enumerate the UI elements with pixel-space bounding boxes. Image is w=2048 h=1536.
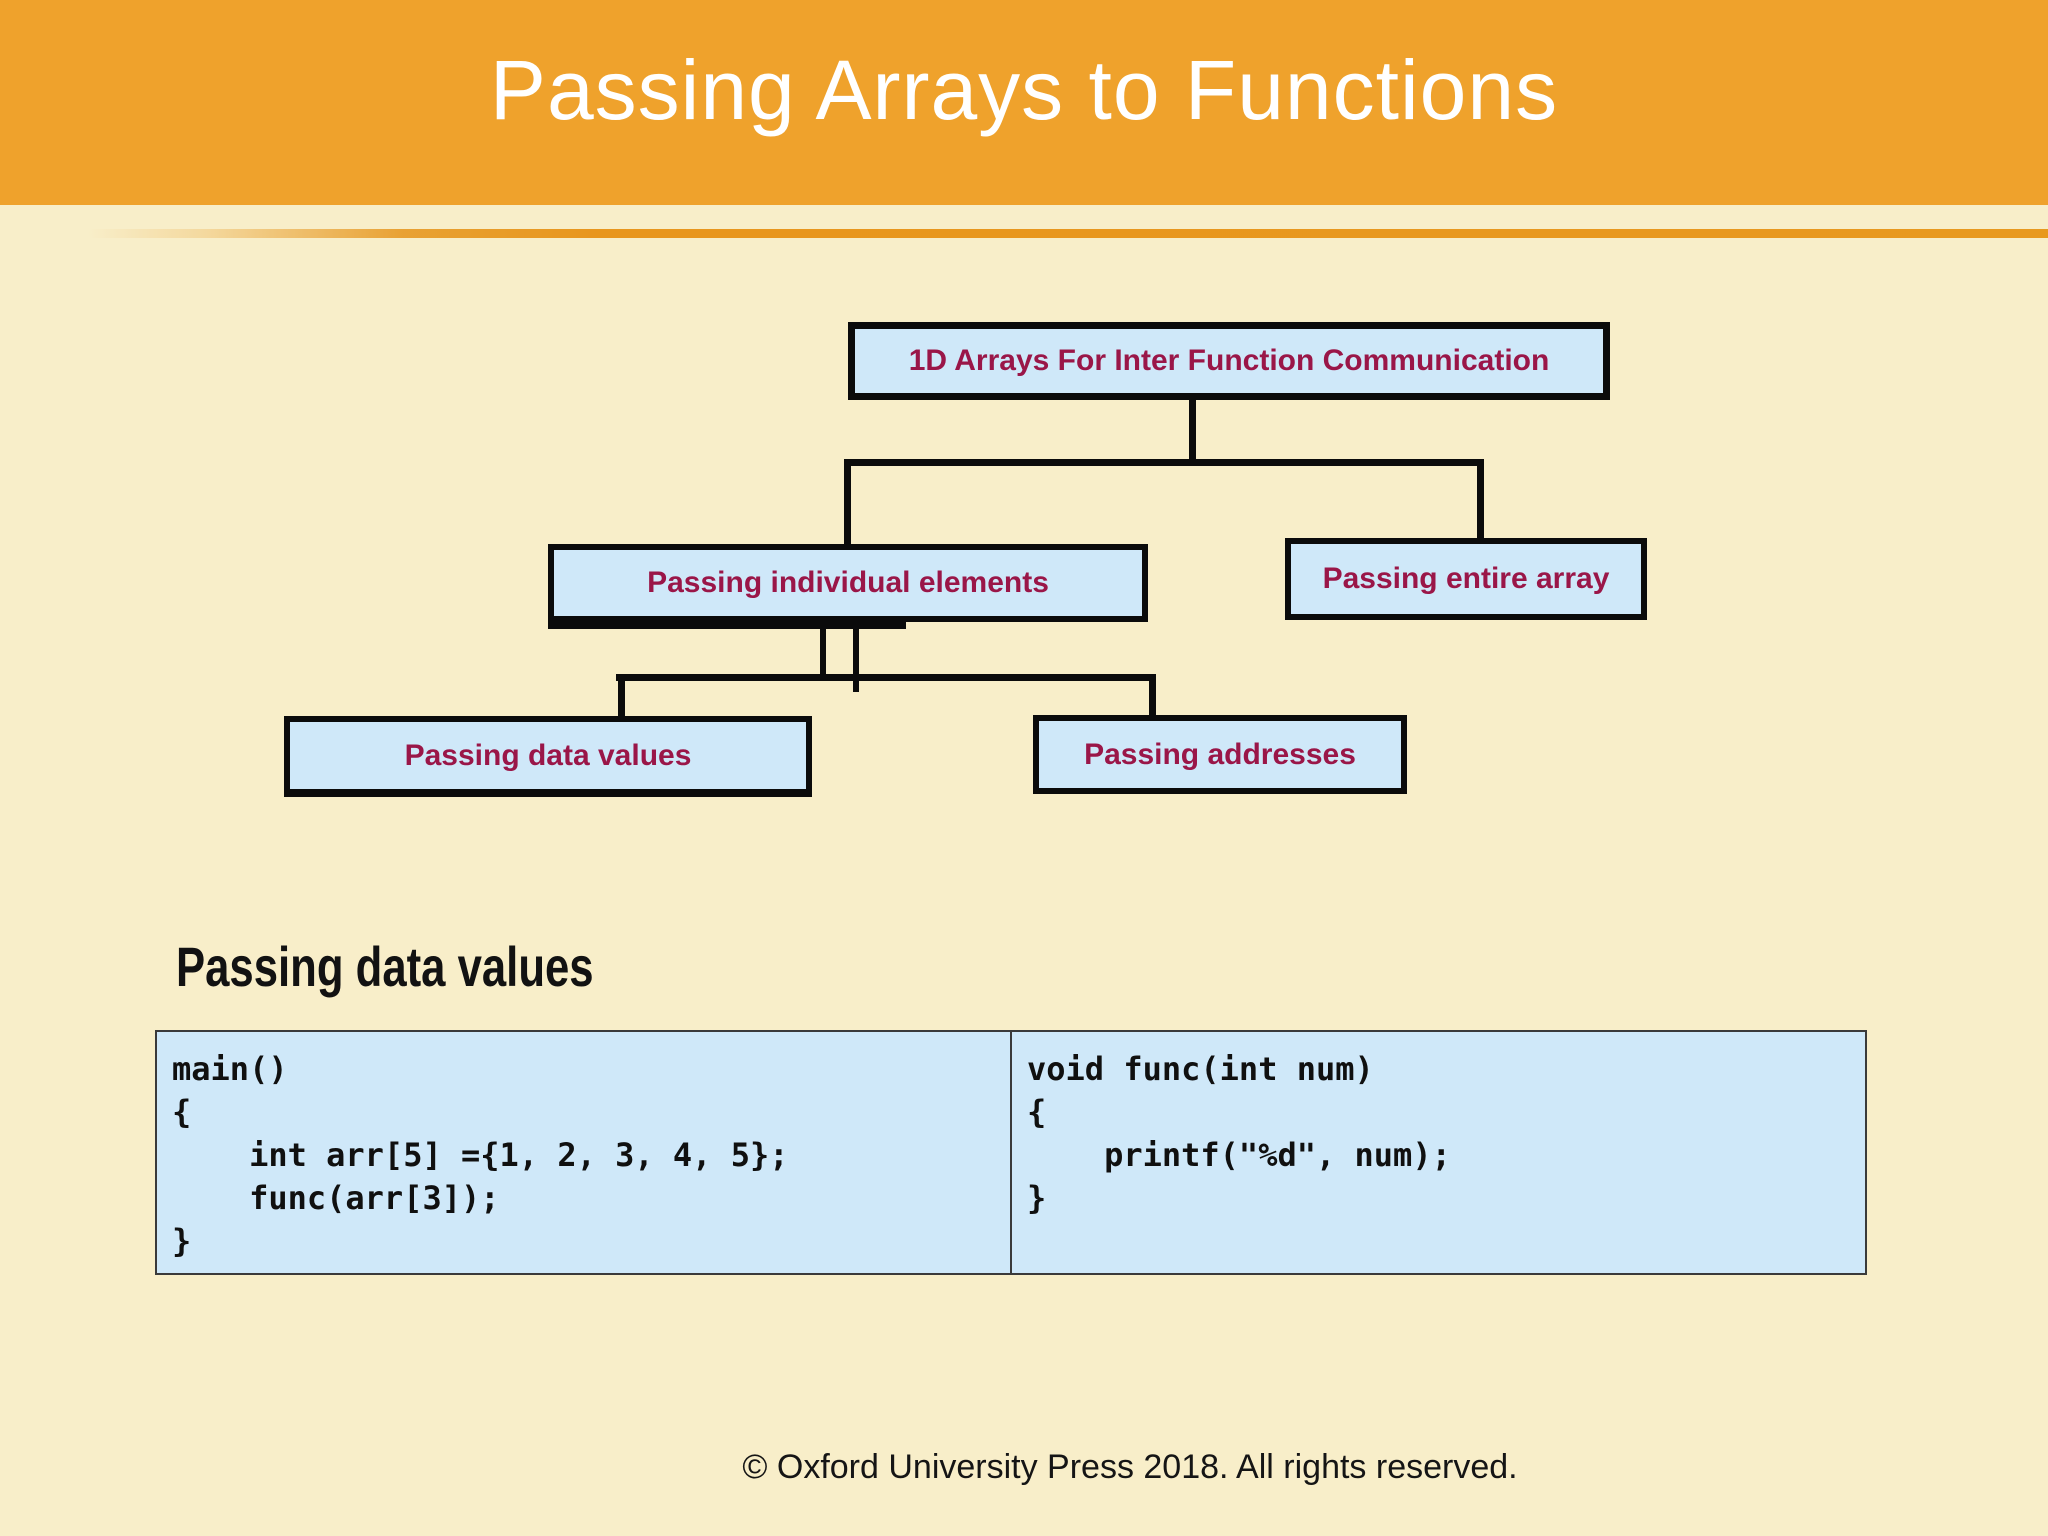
connector-level2-horizontal — [844, 459, 1484, 466]
connector-root-drop — [1189, 400, 1196, 463]
slide-header: Passing Arrays to Functions — [0, 0, 2048, 205]
copyright-footer: © Oxford University Press 2018. All righ… — [742, 1448, 1518, 1486]
connector-box-bottom-stub — [548, 620, 906, 629]
slide-title: Passing Arrays to Functions — [489, 43, 1559, 137]
connector-double-drop-2 — [853, 622, 859, 692]
connector-level2-left-drop — [844, 459, 851, 548]
code-cell-func: void func(int num) { printf("%d", num); … — [1012, 1032, 1865, 1273]
node-label: Passing data values — [404, 738, 692, 772]
node-passing-entire-array: Passing entire array — [1285, 538, 1647, 620]
node-label: Passing addresses — [1084, 737, 1356, 771]
connector-level2-right-drop — [1477, 459, 1484, 543]
code-main-function: main() { int arr[5] ={1, 2, 3, 4, 5}; fu… — [172, 1050, 789, 1260]
connector-level3-horizontal — [616, 674, 1156, 681]
section-heading: Passing data values — [176, 935, 594, 998]
code-func-function: void func(int num) { printf("%d", num); … — [1027, 1050, 1451, 1217]
connector-level3-right-drop — [1149, 676, 1156, 720]
node-root-label: 1D Arrays For Inter Function Communicati… — [908, 344, 1550, 377]
node-passing-addresses: Passing addresses — [1033, 715, 1407, 794]
node-passing-individual-elements: Passing individual elements — [548, 544, 1148, 622]
node-root: 1D Arrays For Inter Function Communicati… — [848, 322, 1610, 400]
connector-level3-left-drop — [618, 674, 625, 720]
node-label: Passing entire array — [1322, 562, 1610, 595]
code-table: main() { int arr[5] ={1, 2, 3, 4, 5}; fu… — [155, 1030, 1867, 1275]
node-label: Passing individual elements — [647, 566, 1049, 599]
header-accent-line — [88, 229, 2048, 238]
code-cell-main: main() { int arr[5] ={1, 2, 3, 4, 5}; fu… — [157, 1032, 1012, 1273]
connector-double-drop-1 — [820, 622, 826, 679]
node-passing-data-values: Passing data values — [284, 716, 812, 797]
